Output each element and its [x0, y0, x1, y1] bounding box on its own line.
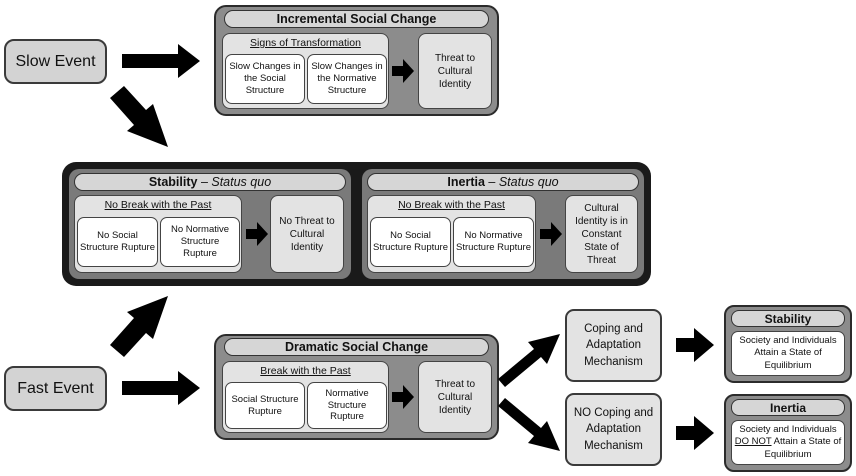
dramatic-threat-box: Threat to Cultural Identity [418, 361, 492, 433]
no-coping-mechanism-box: NO Coping and Adaptation Mechanism [565, 393, 662, 466]
arrow-incremental-inner [392, 59, 414, 83]
inertia-no-normative-rupture-cell: No Normative Structure Rupture [453, 217, 534, 267]
inertia-result-text-before: Society and Individuals [739, 423, 837, 435]
arrow-fast-to-dramatic [122, 371, 200, 405]
arrow-dramatic-to-coping [498, 334, 560, 387]
inertia-result-text-after: Attain a State of Equilibrium [764, 436, 842, 460]
inertia-constant-threat-box: Cultural Identity is in Constant State o… [565, 195, 638, 273]
incremental-title: Incremental Social Change [224, 10, 489, 28]
arrow-slow-to-status-quo [110, 86, 168, 147]
signs-of-transformation-label: Signs of Transformation [250, 37, 361, 49]
inertia-panel-title: Inertia – Status quo [367, 173, 639, 191]
arrow-coping-to-stability [676, 328, 714, 362]
stability-no-threat-box: No Threat to Cultural Identity [270, 195, 344, 273]
fast-event-label: Fast Event [17, 379, 94, 397]
inertia-title-dash: – [484, 175, 499, 189]
stability-no-social-rupture-cell: No Social Structure Rupture [77, 217, 158, 267]
coping-mechanism-box: Coping and Adaptation Mechanism [565, 309, 662, 382]
break-with-past-label: Break with the Past [260, 365, 351, 377]
inertia-result-text: Society and Individuals DO NOT Attain a … [731, 420, 845, 465]
normative-structure-rupture-cell: Normative Structure Rupture [307, 382, 387, 429]
social-structure-rupture-cell: Social Structure Rupture [225, 382, 305, 429]
stability-no-break-label: No Break with the Past [104, 199, 212, 211]
inertia-no-break-label: No Break with the Past [398, 199, 505, 211]
arrow-no-coping-to-inertia [676, 416, 714, 450]
stability-title-dash: – [197, 175, 212, 189]
arrow-inertia-inner [540, 222, 562, 246]
stability-no-normative-rupture-cell: No Normative Structure Rupture [160, 217, 240, 267]
stability-result-title: Stability [731, 310, 845, 327]
arrow-slow-to-incremental [122, 44, 200, 78]
arrow-stability-inner [246, 222, 268, 246]
stability-result-text: Society and Individuals Attain a State o… [731, 331, 845, 376]
slow-event-box: Slow Event [4, 39, 107, 84]
arrow-dramatic-inner [392, 385, 414, 409]
stability-title-text: Stability [148, 175, 198, 189]
inertia-result-text-emph: DO NOT [734, 436, 772, 448]
slow-event-label: Slow Event [15, 52, 96, 70]
inertia-title-text: Inertia [447, 175, 485, 189]
inertia-result-title: Inertia [731, 399, 845, 416]
stability-panel-title: Stability – Status quo [74, 173, 346, 191]
slow-social-changes-cell: Slow Changes in the Social Structure [225, 54, 305, 104]
dramatic-title: Dramatic Social Change [224, 338, 489, 356]
incremental-threat-box: Threat to Cultural Identity [418, 33, 492, 109]
arrow-fast-to-status-quo [110, 296, 168, 357]
fast-event-box: Fast Event [4, 366, 107, 411]
stability-title-em: Status quo [211, 175, 272, 189]
inertia-title-em: Status quo [498, 175, 559, 189]
inertia-no-social-rupture-cell: No Social Structure Rupture [370, 217, 451, 267]
slow-normative-changes-cell: Slow Changes in the Normative Structure [307, 54, 387, 104]
arrow-dramatic-to-no-coping [498, 398, 560, 451]
